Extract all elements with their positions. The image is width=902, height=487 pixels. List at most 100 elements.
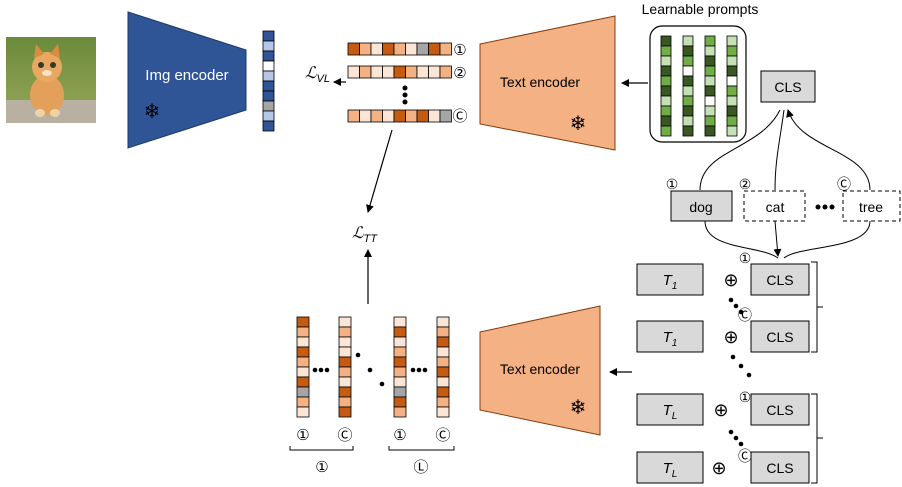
embedding-cell bbox=[359, 65, 372, 79]
context-token: T bbox=[663, 460, 674, 477]
embedding-cell bbox=[338, 376, 352, 388]
prompt-cell bbox=[682, 125, 694, 137]
loss-tt-symbol: ℒ bbox=[352, 225, 364, 242]
embedding-cell bbox=[393, 326, 407, 338]
horizontal-ellipsis bbox=[815, 204, 835, 210]
embedding-cell bbox=[338, 366, 352, 378]
embedding-cell bbox=[359, 42, 372, 56]
embedding-cell bbox=[436, 336, 450, 348]
image-encoder: Img encoder ❄ bbox=[127, 11, 247, 149]
prompt-cell bbox=[704, 35, 716, 47]
vector-cell bbox=[262, 110, 275, 122]
svg-text:ℒTT: ℒTT bbox=[352, 225, 378, 245]
embedding-cell bbox=[347, 109, 360, 123]
prompt-cell bbox=[682, 85, 694, 97]
embedding-cell bbox=[382, 65, 395, 79]
prompt-cell bbox=[682, 35, 694, 47]
embedding-cell bbox=[338, 316, 352, 328]
prompt-cell bbox=[726, 125, 738, 137]
embedding-cell bbox=[338, 326, 352, 338]
class-index: ① bbox=[739, 250, 752, 266]
prompt-cell bbox=[660, 45, 672, 57]
frozen-icon: ❄ bbox=[570, 397, 587, 419]
context-token-subscript: L bbox=[672, 411, 678, 422]
learnable-prompts-title: Learnable prompts bbox=[642, 1, 759, 17]
embedding-cell bbox=[416, 65, 429, 79]
embedding-cell bbox=[296, 376, 310, 388]
embedding-cell bbox=[428, 109, 441, 123]
embedding-cell bbox=[296, 386, 310, 398]
embedding-cell bbox=[382, 109, 395, 123]
prompt-text-embeddings bbox=[296, 316, 450, 418]
cls-label: CLS bbox=[766, 402, 793, 418]
prompt-cell bbox=[660, 65, 672, 77]
column-index: ① bbox=[296, 427, 309, 444]
embedding-cell bbox=[416, 42, 429, 56]
prompt-cell bbox=[704, 85, 716, 97]
embedding-cell bbox=[359, 109, 372, 123]
prompt-cell bbox=[682, 55, 694, 67]
group-label: ① bbox=[315, 459, 328, 476]
class-tree-index: Ⓒ bbox=[837, 176, 851, 192]
cls-token-label: CLS bbox=[774, 79, 801, 95]
learnable-prompts-box bbox=[649, 25, 747, 143]
loss-vl-symbol: ℒ bbox=[305, 65, 317, 82]
embedding-cell bbox=[382, 42, 395, 56]
text-embedding-indices: ① ② Ⓒ bbox=[452, 42, 467, 125]
text-embedding-index: ② bbox=[453, 65, 466, 82]
text-encoder-bottom-label: Text encoder bbox=[500, 361, 580, 377]
vector-cell bbox=[262, 60, 275, 72]
column-index: Ⓒ bbox=[435, 427, 450, 444]
bottom-column-labels: ① Ⓒ ① Ⓒ bbox=[296, 427, 450, 444]
prompt-row-1: T1 ⊕ CLS ① bbox=[636, 250, 810, 296]
oplus-icon: ⊕ bbox=[711, 458, 726, 478]
prompt-cell bbox=[682, 45, 694, 57]
text-embedding-index: Ⓒ bbox=[452, 108, 467, 125]
oplus-icon: ⊕ bbox=[713, 400, 728, 420]
embedding-cell bbox=[296, 366, 310, 378]
prompt-cell bbox=[704, 105, 716, 117]
prompt-cell bbox=[704, 115, 716, 127]
text-encoder-top-label: Text encoder bbox=[500, 74, 580, 90]
svg-text:T1: T1 bbox=[663, 272, 678, 292]
text-encoder-bottom: Text encoder ❄ bbox=[479, 305, 601, 436]
embedding-cell bbox=[436, 396, 450, 408]
embedding-cell bbox=[370, 65, 383, 79]
cls-token: CLS bbox=[760, 70, 816, 103]
class-index: ① bbox=[739, 389, 752, 405]
prompt-cell bbox=[682, 65, 694, 77]
image-encoder-label: Img encoder bbox=[145, 67, 228, 84]
column-index: Ⓒ bbox=[337, 427, 352, 444]
loss-vl: ℒVL bbox=[305, 65, 330, 85]
prompt-cell bbox=[660, 95, 672, 107]
embedding-cell bbox=[439, 42, 452, 56]
embedding-cell bbox=[370, 109, 383, 123]
context-token-subscript: L bbox=[672, 469, 678, 480]
bottom-group-braces bbox=[289, 446, 455, 451]
bottom-ellipses bbox=[312, 352, 428, 387]
prompt-cell bbox=[726, 75, 738, 87]
embedding-cell bbox=[436, 386, 450, 398]
prompt-row-3: TL ⊕ CLS ① bbox=[636, 389, 810, 426]
embedding-cell bbox=[436, 326, 450, 338]
class-index: Ⓒ bbox=[738, 307, 752, 323]
embedding-cell bbox=[393, 336, 407, 348]
text-embeddings bbox=[347, 42, 452, 123]
class-to-prompt-connectors bbox=[704, 220, 871, 259]
context-token: T bbox=[663, 402, 674, 419]
svg-text:T1: T1 bbox=[663, 329, 678, 349]
context-token-subscript: 1 bbox=[672, 281, 678, 292]
embedding-cell bbox=[338, 386, 352, 398]
embedding-cell bbox=[428, 42, 441, 56]
embedding-cell bbox=[338, 336, 352, 348]
class-tree: tree Ⓒ bbox=[837, 176, 901, 222]
embedding-cell bbox=[296, 346, 310, 358]
prompt-cell bbox=[660, 75, 672, 87]
embedding-cell bbox=[393, 109, 406, 123]
embedding-cell bbox=[436, 346, 450, 358]
prompt-cell bbox=[726, 45, 738, 57]
prompt-cell bbox=[726, 35, 738, 47]
prompt-cell bbox=[726, 95, 738, 107]
embedding-cell bbox=[436, 376, 450, 388]
